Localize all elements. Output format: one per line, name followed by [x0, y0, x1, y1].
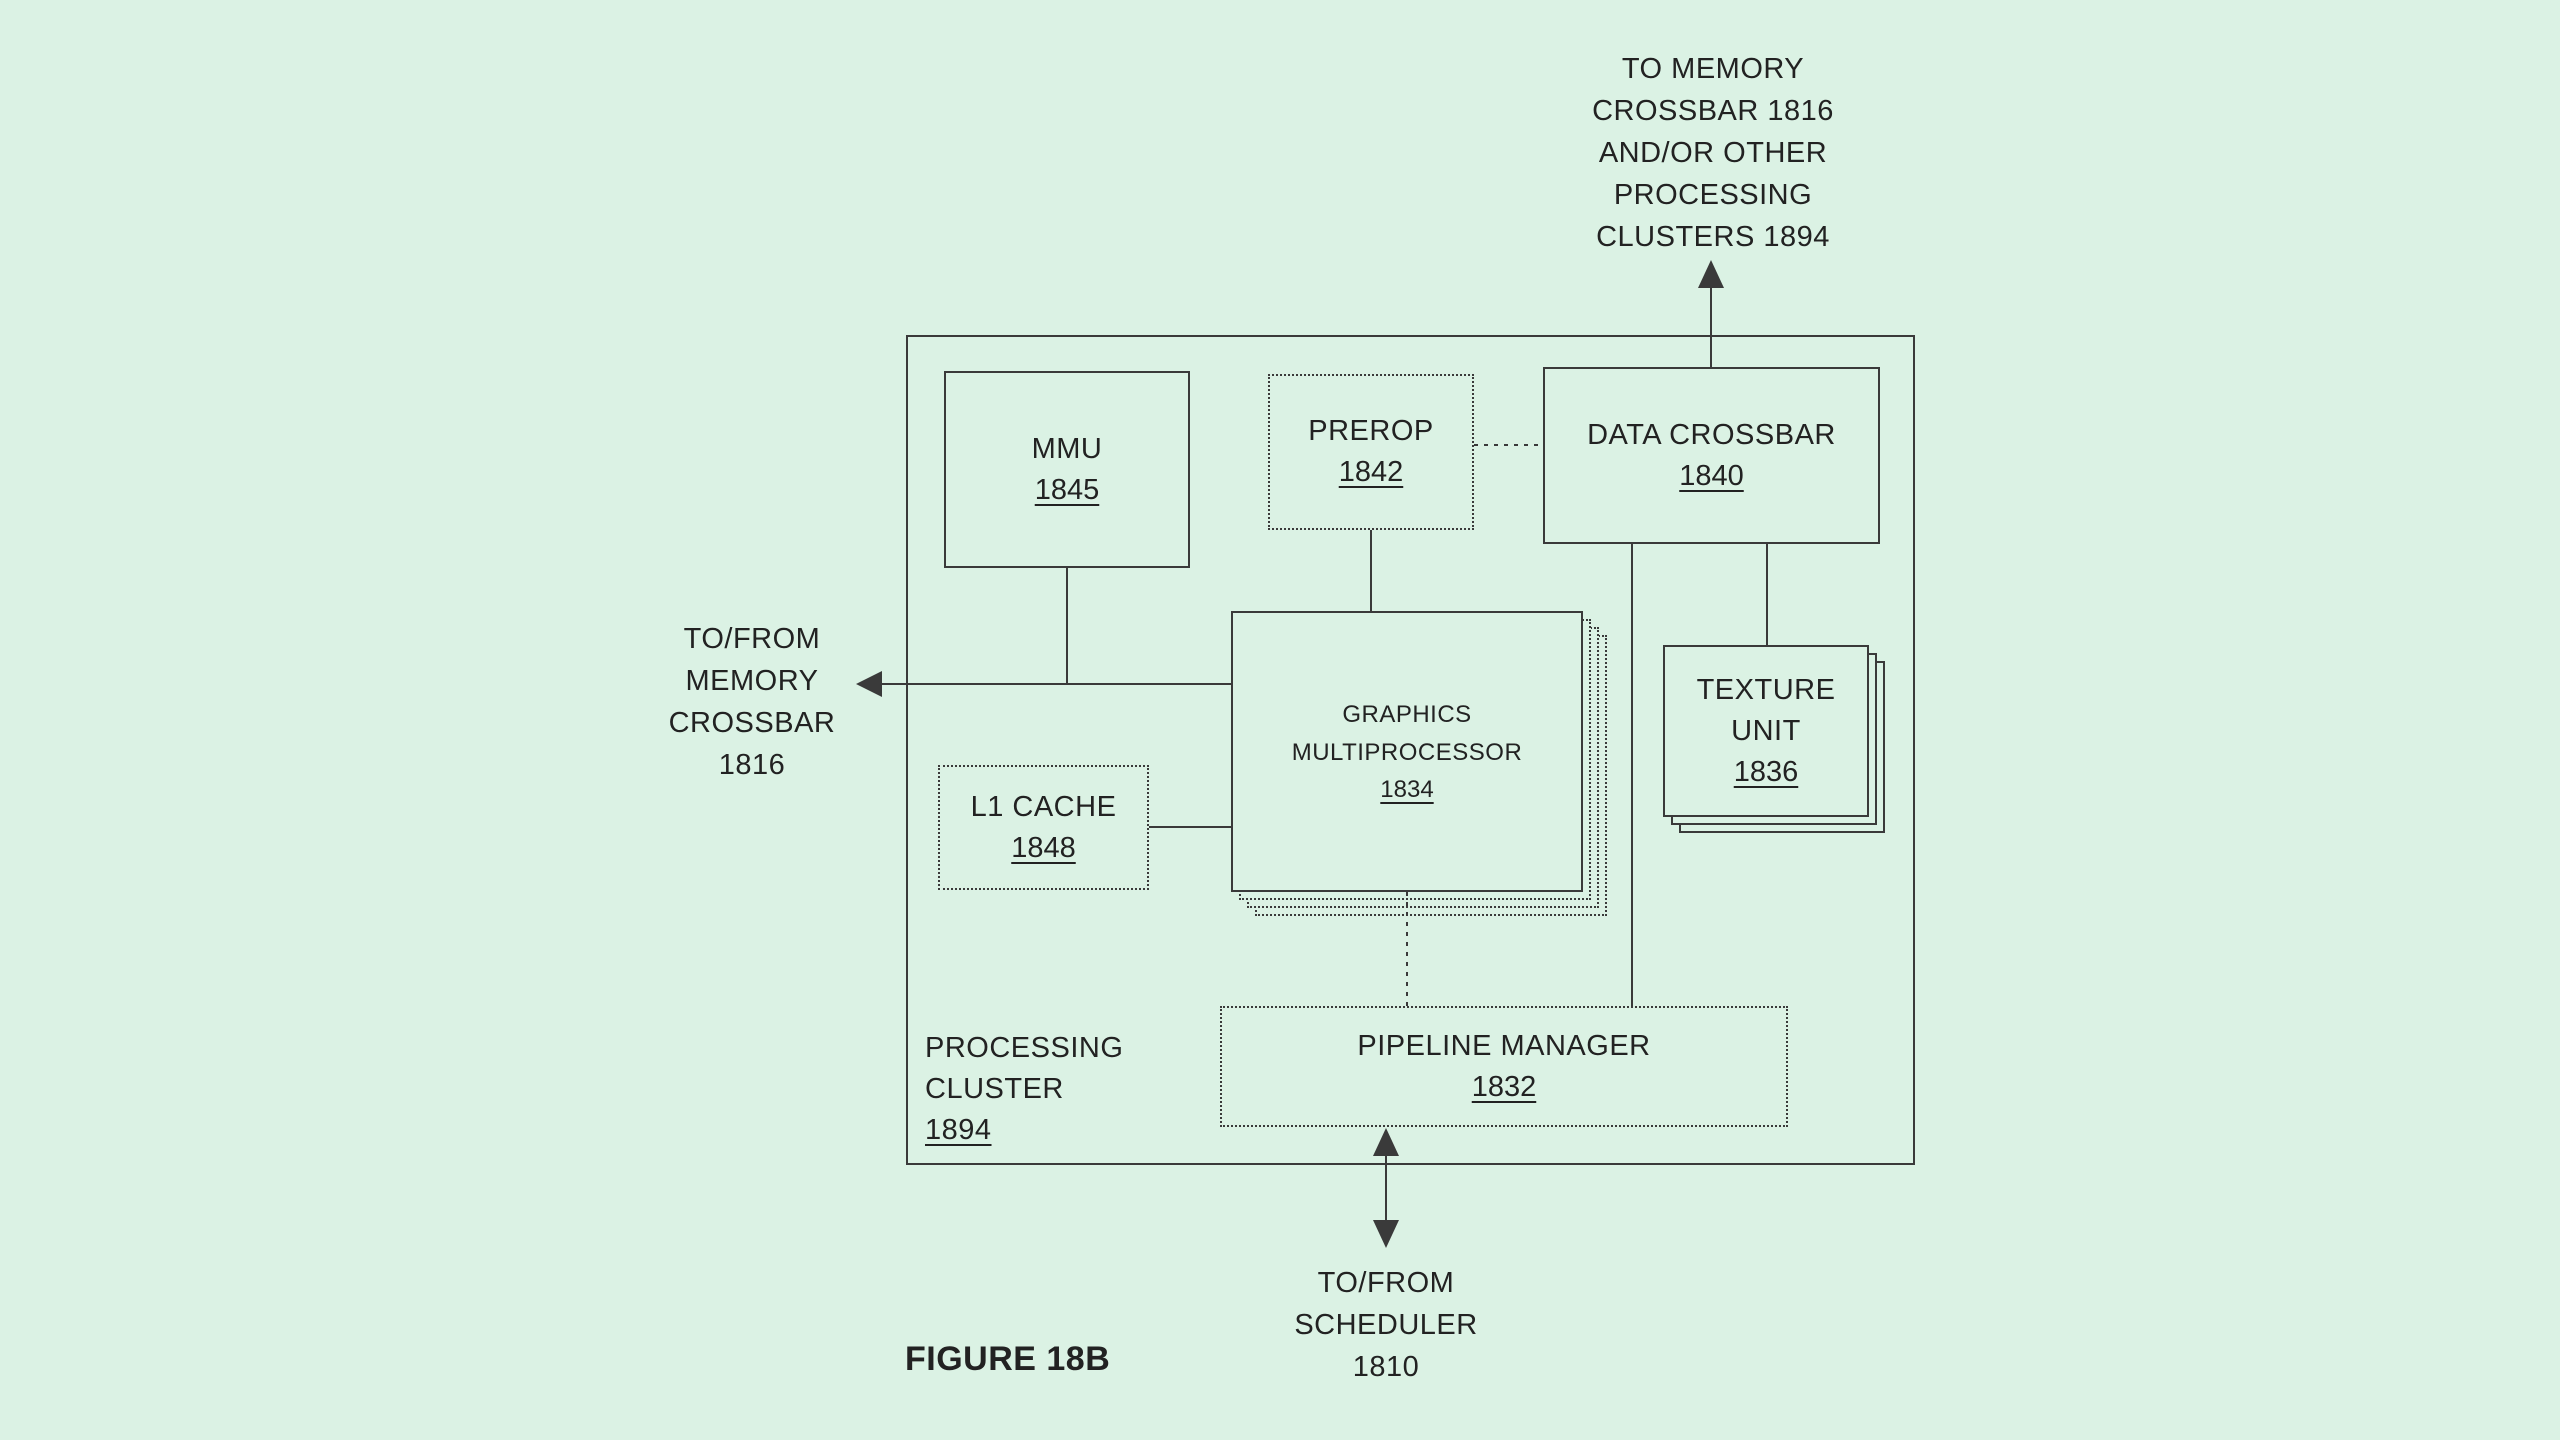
- to-memory-crossbar-line1: TO MEMORY: [1621, 53, 1805, 85]
- figure-title: FIGURE 18B: [905, 1340, 1111, 1378]
- l1-cache-label: L1 CACHE: [970, 790, 1117, 823]
- data-crossbar-box: DATA CROSSBAR 1840: [1543, 367, 1880, 544]
- pipeline-manager-ref: 1832: [1471, 1070, 1537, 1103]
- to-from-scheduler-label: TO/FROM SCHEDULER 1810: [1206, 1262, 1566, 1388]
- datacrossbar-up-arrowhead: [1698, 260, 1724, 288]
- graphics-multiprocessor-label-line1: GRAPHICS: [1342, 700, 1472, 728]
- mmu-box: MMU 1845: [944, 371, 1190, 568]
- data-crossbar-ref: 1840: [1679, 459, 1744, 492]
- processing-cluster-label: PROCESSING CLUSTER 1894: [925, 1028, 1123, 1151]
- to-memory-crossbar-label: TO MEMORY CROSSBAR 1816 AND/OR OTHER PRO…: [1503, 48, 1923, 258]
- graphics-multiprocessor-ref: 1834: [1380, 775, 1434, 803]
- pipeline-manager-box: PIPELINE MANAGER 1832: [1220, 1006, 1788, 1127]
- mmu-ref: 1845: [1034, 473, 1100, 506]
- to-memory-crossbar-line5: CLUSTERS 1894: [1596, 221, 1830, 253]
- to-from-scheduler-line2: SCHEDULER: [1294, 1309, 1478, 1341]
- graphics-multiprocessor-label-line2: MULTIPROCESSOR: [1291, 738, 1523, 766]
- processing-cluster-label-line2: CLUSTER: [925, 1073, 1064, 1105]
- processing-cluster-box: [906, 335, 1915, 1165]
- data-crossbar-label: DATA CROSSBAR: [1587, 418, 1836, 451]
- scheduler-down-arrowhead: [1373, 1220, 1399, 1248]
- texture-unit-label-line2: UNIT: [1731, 714, 1801, 747]
- to-from-scheduler-line3: 1810: [1352, 1351, 1420, 1383]
- to-from-memory-line4: 1816: [718, 749, 786, 781]
- to-memory-crossbar-line3: AND/OR OTHER: [1598, 137, 1828, 169]
- prerop-label: PREROP: [1308, 415, 1434, 447]
- to-from-memory-crossbar-label: TO/FROM MEMORY CROSSBAR 1816: [572, 618, 932, 786]
- pipeline-manager-label: PIPELINE MANAGER: [1357, 1029, 1651, 1062]
- prerop-box: PREROP 1842: [1268, 374, 1474, 530]
- processing-cluster-ref: 1894: [925, 1114, 992, 1146]
- mmu-label: MMU: [1031, 432, 1103, 465]
- l1-cache-ref: 1848: [1011, 831, 1076, 864]
- l1-cache-box: L1 CACHE 1848: [938, 765, 1149, 890]
- to-from-memory-line1: TO/FROM: [683, 623, 821, 655]
- texture-unit-ref: 1836: [1733, 755, 1799, 788]
- to-from-scheduler-line1: TO/FROM: [1317, 1267, 1455, 1299]
- processing-cluster-label-line1: PROCESSING: [925, 1032, 1124, 1064]
- texture-unit-label-line1: TEXTURE: [1696, 673, 1836, 706]
- to-from-memory-line3: CROSSBAR: [668, 707, 836, 739]
- graphics-multiprocessor-box: GRAPHICS MULTIPROCESSOR 1834: [1231, 611, 1583, 892]
- texture-unit-box: TEXTURE UNIT 1836: [1663, 645, 1869, 817]
- to-from-memory-line2: MEMORY: [685, 665, 819, 697]
- to-memory-crossbar-line2: CROSSBAR 1816: [1592, 95, 1834, 127]
- prerop-ref: 1842: [1338, 456, 1404, 488]
- to-memory-crossbar-line4: PROCESSING: [1613, 179, 1813, 211]
